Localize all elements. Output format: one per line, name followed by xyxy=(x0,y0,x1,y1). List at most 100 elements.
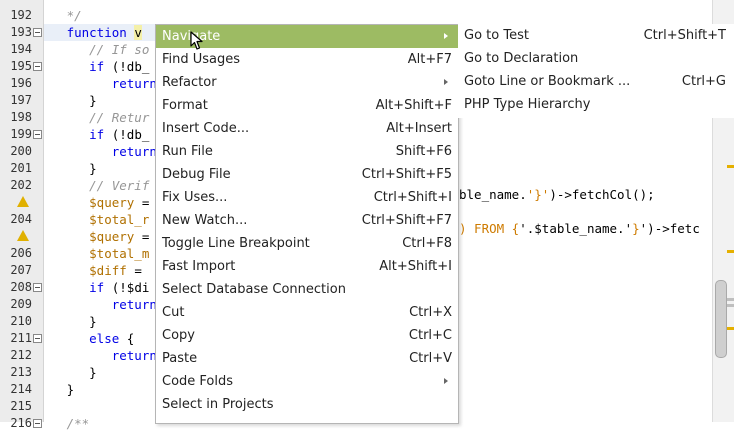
fold-toggle-icon[interactable] xyxy=(33,419,42,428)
fold-slot xyxy=(32,7,42,24)
occurrence-marker[interactable] xyxy=(727,304,734,307)
menu-item-label: Find Usages xyxy=(162,52,241,67)
fold-slot xyxy=(32,177,42,194)
submenu-item-goto-line-or-bookmark[interactable]: Goto Line or Bookmark ...Ctrl+G xyxy=(458,70,734,93)
menu-item-shortcut: Ctrl+Shift+I xyxy=(373,190,452,205)
line-number: 205 xyxy=(0,228,32,245)
menu-item-label: Select in Projects xyxy=(162,397,274,412)
menu-item-label: Format xyxy=(162,98,208,113)
fold-toggle-icon[interactable] xyxy=(33,62,42,71)
warning-marker[interactable] xyxy=(727,165,734,168)
fold-slot xyxy=(32,381,42,398)
fold-slot xyxy=(32,58,42,75)
submenu-item-shortcut: Ctrl+Shift+T xyxy=(643,28,726,43)
fold-toggle-icon[interactable] xyxy=(33,283,42,292)
fold-slot xyxy=(32,245,42,262)
line-number: 199 xyxy=(10,127,32,141)
line-number: 210 xyxy=(10,314,32,328)
menu-item-label: Code Folds xyxy=(162,374,234,389)
code-snippet-right: ) FROM {'.$table_name.'}')->fetc xyxy=(459,221,700,236)
code-line: */ xyxy=(44,8,82,23)
menu-item-shortcut: Alt+Shift+F xyxy=(375,98,452,113)
code-line: // If so xyxy=(44,42,150,57)
code-line: $total_r xyxy=(89,212,150,227)
warning-marker[interactable] xyxy=(727,327,734,330)
warning-icon[interactable] xyxy=(17,230,29,241)
line-number: 212 xyxy=(10,348,32,362)
menu-item-label: Run File xyxy=(162,144,213,159)
menu-item-fix-uses[interactable]: Fix Uses...Ctrl+Shift+I xyxy=(156,186,458,209)
line-number: 198 xyxy=(10,110,32,124)
submenu-item-go-to-declaration[interactable]: Go to Declaration xyxy=(458,47,734,70)
line-number: 207 xyxy=(10,263,32,277)
menu-item-format[interactable]: Format Alt+Shift+F xyxy=(156,94,458,117)
menu-item-shortcut: Ctrl+Shift+F7 xyxy=(361,213,452,228)
menu-item-shortcut: Alt+F7 xyxy=(407,52,452,67)
line-number: 206 xyxy=(10,246,32,260)
line-number: 209 xyxy=(10,297,32,311)
line-number: 215 xyxy=(10,399,32,413)
code-line: } xyxy=(44,382,75,397)
fold-slot xyxy=(32,41,42,58)
code-line: return xyxy=(111,76,157,91)
fold-slot xyxy=(32,279,42,296)
code-line: $diff = xyxy=(89,263,142,278)
line-number: 197 xyxy=(10,93,32,107)
warning-marker[interactable] xyxy=(727,250,734,253)
code-line: } xyxy=(44,314,97,329)
scrollbar-thumb[interactable] xyxy=(715,280,727,358)
menu-item-find-usages[interactable]: Find Usages Alt+F7 xyxy=(156,48,458,71)
submenu-arrow-icon xyxy=(444,378,448,384)
line-number: 211 xyxy=(10,331,32,345)
fold-slot xyxy=(32,24,42,41)
submenu-arrow-icon xyxy=(444,79,448,85)
line-number: 196 xyxy=(10,76,32,90)
menu-item-refactor[interactable]: Refactor xyxy=(156,71,458,94)
fold-toggle-icon[interactable] xyxy=(33,130,42,139)
menu-item-cut[interactable]: Cut Ctrl+X xyxy=(156,301,458,324)
fold-slot xyxy=(32,313,42,330)
menu-item-label: Refactor xyxy=(162,75,217,90)
line-number: 202 xyxy=(10,178,32,192)
menu-item-shortcut: Ctrl+X xyxy=(409,305,452,320)
fold-toggle-icon[interactable] xyxy=(33,334,42,343)
warning-icon[interactable] xyxy=(17,196,29,207)
line-number: 208 xyxy=(10,280,32,294)
menu-item-label: Debug File xyxy=(162,167,231,182)
menu-item-shortcut: Shift+F6 xyxy=(395,144,452,159)
line-number: 201 xyxy=(10,161,32,175)
context-menu: NavigateFind UsagesAlt+F7RefactorFormatA… xyxy=(155,24,459,424)
code-line: if (!db_ xyxy=(89,59,150,74)
fold-slot xyxy=(32,228,42,245)
line-number: 213 xyxy=(10,365,32,379)
code-line: } xyxy=(44,93,97,108)
code-line: } xyxy=(44,161,97,176)
fold-slot xyxy=(32,126,42,143)
menu-item-select-database-connection[interactable]: Select Database Connection xyxy=(156,278,458,301)
submenu-item-label: Goto Line or Bookmark ... xyxy=(464,74,631,89)
menu-item-select-in-projects[interactable]: Select in Projects xyxy=(156,393,458,416)
menu-item-label: Fast Import xyxy=(162,259,236,274)
menu-item-code-folds[interactable]: Code Folds xyxy=(156,370,458,393)
editor-gutter: 1921931941951961971981992002012022032042… xyxy=(0,0,44,430)
menu-item-label: Cut xyxy=(162,305,185,320)
menu-item-shortcut: Ctrl+V xyxy=(409,351,452,366)
menu-item-label: Paste xyxy=(162,351,198,366)
code-line: $query = xyxy=(89,229,150,244)
submenu-item-php-type-hierarchy[interactable]: PHP Type Hierarchy xyxy=(458,93,734,116)
fold-slot xyxy=(32,109,42,126)
fold-toggle-icon[interactable] xyxy=(33,28,42,37)
menu-item-insert-code[interactable]: Insert Code...Alt+Insert xyxy=(156,117,458,140)
occurrence-marker[interactable] xyxy=(727,298,734,301)
code-line: // Retur xyxy=(44,110,150,125)
code-line: return xyxy=(111,348,157,363)
menu-item-run-file[interactable]: Run File Shift+F6 xyxy=(156,140,458,163)
menu-item-paste[interactable]: Paste Ctrl+V xyxy=(156,347,458,370)
menu-item-new-watch[interactable]: New Watch...Ctrl+Shift+F7 xyxy=(156,209,458,232)
code-line: return xyxy=(111,144,157,159)
